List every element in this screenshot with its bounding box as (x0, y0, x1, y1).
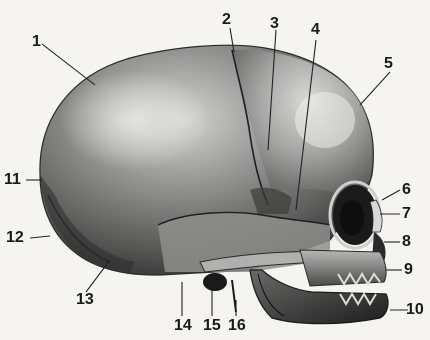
leader-line-6 (382, 190, 400, 200)
leader-line-1 (42, 44, 95, 85)
label-7: 7 (402, 206, 411, 222)
label-1: 1 (32, 34, 41, 50)
orbit-inner (340, 200, 364, 236)
label-11: 11 (4, 172, 21, 188)
styloid-process (232, 280, 236, 312)
label-14: 14 (174, 318, 192, 334)
label-2: 2 (222, 12, 231, 28)
label-13: 13 (76, 292, 94, 308)
label-4: 4 (311, 22, 320, 38)
label-12: 12 (6, 230, 24, 246)
label-9: 9 (404, 262, 413, 278)
label-5: 5 (384, 56, 393, 72)
label-6: 6 (402, 182, 411, 198)
external-acoustic-meatus (203, 273, 227, 291)
label-15: 15 (203, 318, 221, 334)
parietal-highlight (60, 70, 210, 170)
label-8: 8 (402, 234, 411, 250)
label-10: 10 (406, 302, 424, 318)
label-3: 3 (270, 16, 279, 32)
leader-line-5 (360, 72, 390, 105)
label-16: 16 (228, 318, 246, 334)
leader-line-12 (30, 236, 50, 238)
